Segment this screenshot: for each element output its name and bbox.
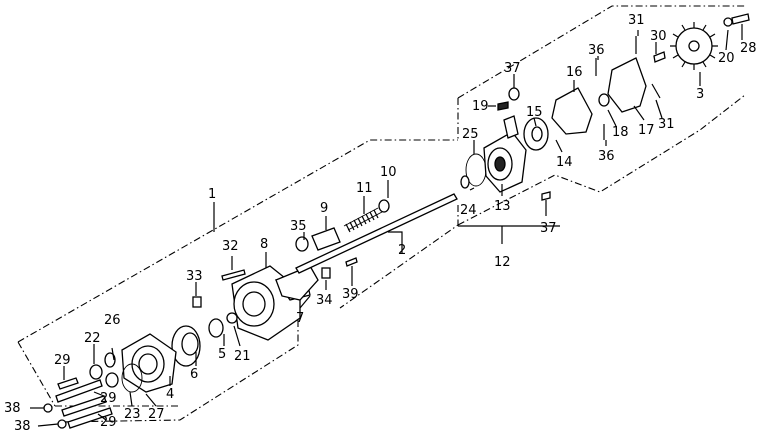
- shaft-part-2: [295, 193, 458, 274]
- label-21: 21: [234, 349, 251, 364]
- inner-rotor-part: [208, 318, 224, 338]
- washer-part-38b: [57, 419, 67, 429]
- label-37a: 37: [504, 61, 521, 76]
- dowel-part-22: [89, 364, 103, 380]
- clip-part-10: [378, 199, 390, 213]
- label-27: 27: [148, 407, 165, 422]
- label-26: 26: [104, 313, 121, 328]
- label-10: 10: [380, 165, 397, 180]
- outer-rotor-part: [171, 325, 201, 367]
- label-38b: 38: [14, 419, 31, 434]
- pin-part-34: [321, 267, 331, 279]
- part-labels: 1 2 3 4 5 6 7 8 9 10 11 12 13 14 15 16 1…: [4, 13, 757, 434]
- bolts-part-29: [55, 377, 113, 429]
- bolt-part-28: [731, 13, 750, 25]
- label-28: 28: [740, 41, 757, 56]
- label-6: 6: [190, 367, 198, 382]
- pin-part-39: [345, 257, 358, 267]
- label-1: 1: [208, 187, 216, 202]
- label-31a: 31: [628, 13, 645, 28]
- label-34: 34: [316, 293, 333, 308]
- label-29b: 29: [100, 391, 117, 406]
- label-37b: 37: [540, 221, 557, 236]
- washer-part-20: [723, 17, 733, 27]
- plate-part-17: [607, 57, 647, 113]
- label-11: 11: [356, 181, 373, 196]
- label-5: 5: [218, 347, 226, 362]
- washer-part-38a: [43, 403, 53, 413]
- bolt-part-31b: [651, 83, 661, 99]
- label-33: 33: [186, 269, 203, 284]
- bolt-part-37a: [508, 87, 520, 101]
- pin-part-24: [460, 175, 470, 189]
- assembly-12-outline: [457, 5, 746, 226]
- label-15: 15: [526, 105, 543, 120]
- label-24: 24: [460, 203, 477, 218]
- bolt-part-30: [653, 51, 666, 63]
- label-16: 16: [566, 65, 583, 80]
- label-20: 20: [718, 51, 735, 66]
- label-8: 8: [260, 237, 268, 252]
- label-39: 39: [342, 287, 359, 302]
- label-38a: 38: [4, 401, 21, 416]
- label-29c: 29: [100, 415, 117, 430]
- rotor-part-15: [523, 117, 549, 151]
- label-22: 22: [84, 331, 101, 346]
- label-7: 7: [296, 311, 304, 326]
- seal-part-26: [104, 352, 116, 368]
- leader-lines: [30, 24, 743, 427]
- sprocket-part-3: [670, 22, 718, 70]
- piston-part-9: [311, 227, 341, 251]
- washer-part-23: [105, 372, 119, 388]
- label-29a: 29: [54, 353, 71, 368]
- label-23: 23: [124, 407, 141, 422]
- pin-part-21: [226, 312, 238, 324]
- gasket-part-16: [551, 87, 593, 135]
- label-36a: 36: [588, 43, 605, 58]
- label-35: 35: [290, 219, 307, 234]
- label-18: 18: [612, 125, 629, 140]
- label-3: 3: [696, 87, 704, 102]
- collar-part-35: [295, 236, 309, 252]
- bolt-part-32: [221, 269, 246, 281]
- pump-cover-part: [121, 333, 177, 393]
- label-4: 4: [166, 387, 174, 402]
- label-36b: 36: [598, 149, 615, 164]
- spring-part-11: [343, 207, 383, 233]
- label-14: 14: [556, 155, 573, 170]
- label-12: 12: [494, 255, 511, 270]
- plate-part-7: [275, 265, 319, 301]
- label-13: 13: [494, 199, 511, 214]
- bolt-part-19: [497, 101, 509, 111]
- bolt-part-37b: [541, 191, 551, 201]
- label-31b: 31: [658, 117, 675, 132]
- label-19: 19: [472, 99, 489, 114]
- label-25: 25: [462, 127, 479, 142]
- pin-part-33: [192, 296, 202, 308]
- assembly-1-outline: [17, 139, 459, 423]
- label-30: 30: [650, 29, 667, 44]
- o-ring-part-27: [121, 363, 143, 393]
- label-9: 9: [320, 201, 328, 216]
- label-2: 2: [398, 243, 406, 258]
- pump-housing-part-13: [483, 115, 527, 193]
- pin-part-18: [598, 93, 610, 107]
- label-17: 17: [638, 123, 655, 138]
- label-32: 32: [222, 239, 239, 254]
